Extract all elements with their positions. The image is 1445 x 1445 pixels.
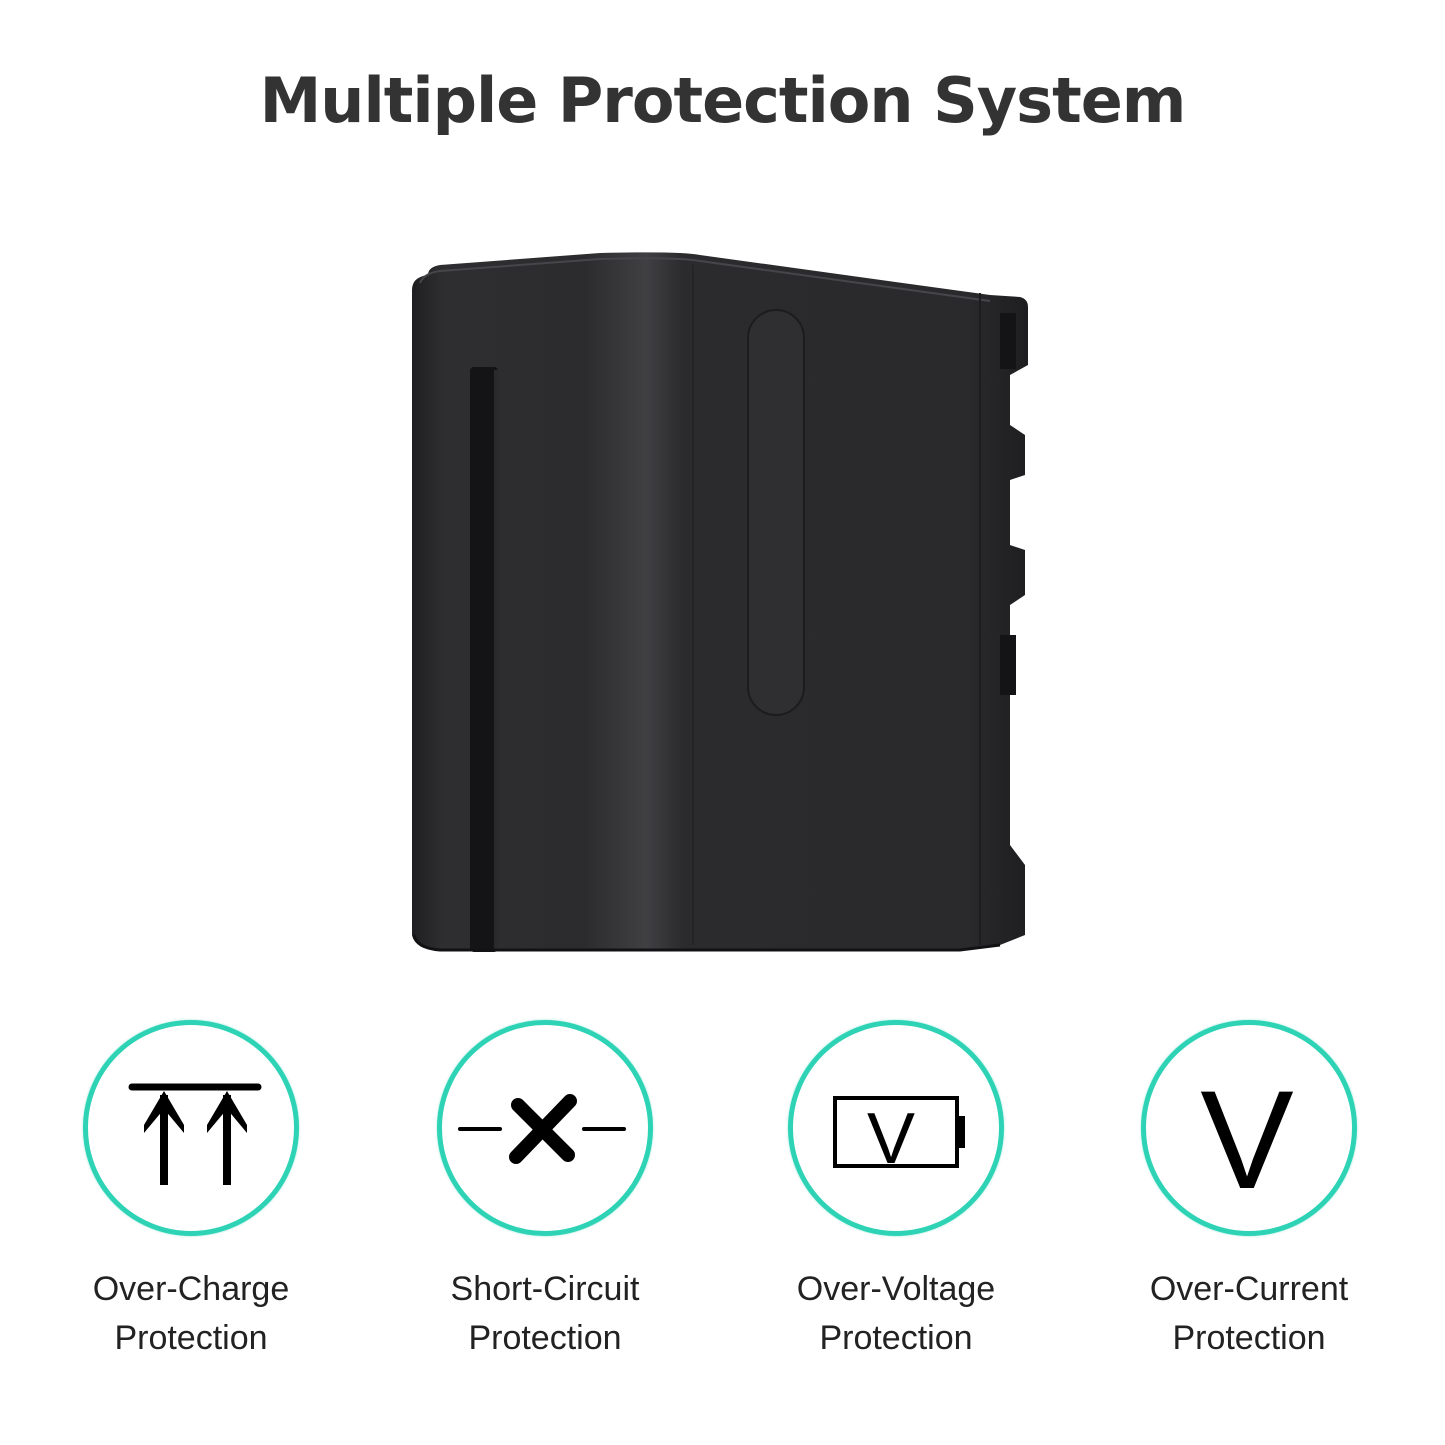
svg-text:V: V (1200, 1061, 1293, 1218)
feature-ring: V (1141, 1020, 1357, 1236)
feature-over-charge: Over-Charge Protection (41, 1020, 341, 1360)
feature-label: Over-Voltage Protection (796, 1270, 996, 1357)
over-voltage-battery-icon: V (833, 1096, 965, 1179)
over-current-icon: V (1200, 1061, 1293, 1218)
feature-over-current: V Over-Current Protection (1099, 1020, 1399, 1360)
battery-product-image (400, 245, 1050, 965)
feature-short-circuit: Short-Circuit Protection (395, 1020, 695, 1360)
battery-oval-recess (747, 309, 805, 716)
feature-ring (83, 1020, 299, 1236)
over-charge-icon (128, 1083, 262, 1185)
page-title: Multiple Protection System (259, 64, 1187, 137)
battery-slot-groove (470, 367, 498, 952)
feature-ring (437, 1020, 653, 1236)
battery-body (412, 252, 1028, 951)
feature-over-voltage: V Over-Voltage Protection (746, 1020, 1046, 1360)
battery-illustration (412, 252, 1028, 952)
feature-label: Over-Charge Protection (92, 1270, 290, 1357)
battery-terminal-slot (1000, 635, 1016, 695)
short-circuit-icon (458, 1094, 626, 1164)
feature-ring: V (788, 1020, 1004, 1236)
battery-terminal-slot (1000, 313, 1016, 369)
feature-label: Over-Current Protection (1149, 1270, 1349, 1357)
svg-text:V: V (867, 1099, 915, 1179)
feature-label: Short-Circuit Protection (450, 1270, 640, 1357)
